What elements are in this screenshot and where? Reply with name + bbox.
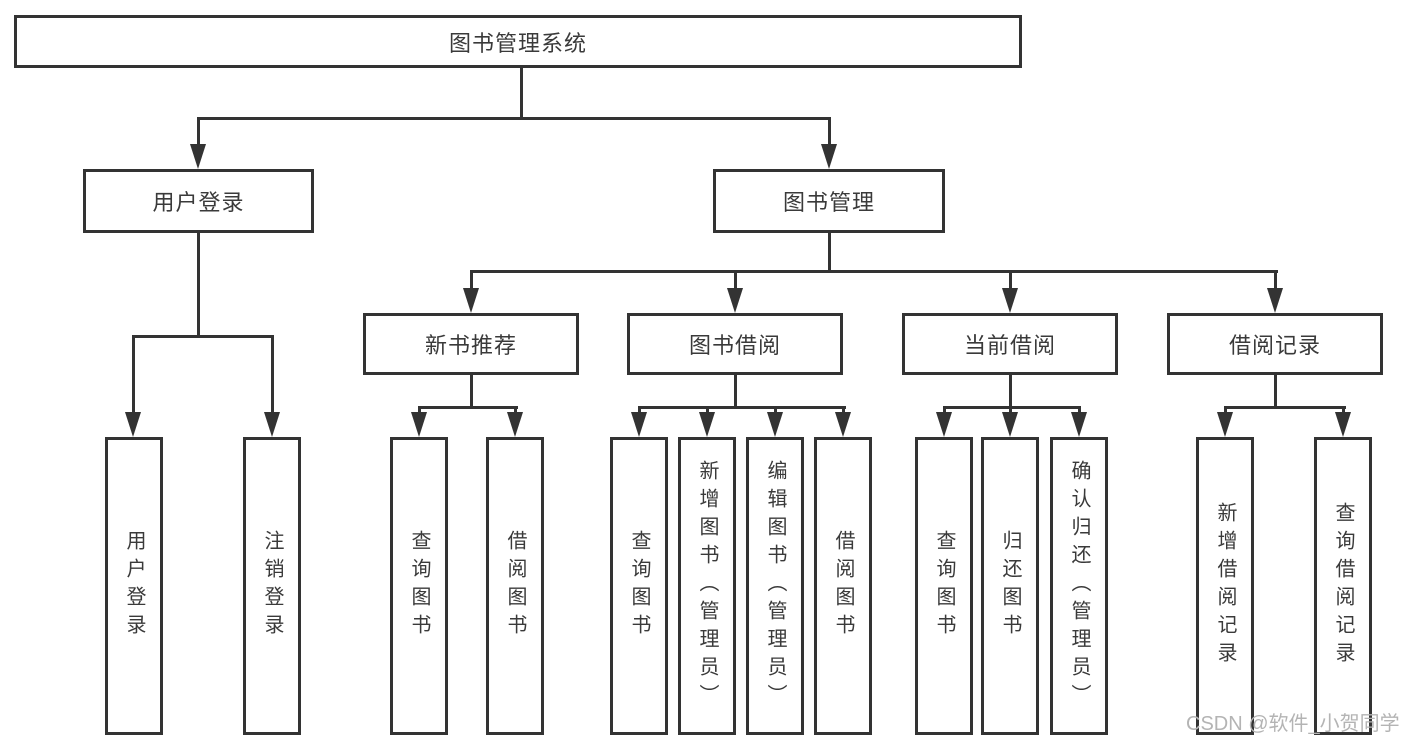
node-leaf-add-books-admin: 新增图书（管理员）	[678, 437, 736, 735]
arrow-down-icon	[411, 412, 427, 437]
connector-line	[1009, 406, 1012, 416]
node-leaf-borrow-books: 借阅图书	[814, 437, 872, 735]
node-leaf-return-books: 归还图书	[981, 437, 1039, 735]
node-leaf-query-borrow-record: 查询借阅记录	[1314, 437, 1372, 735]
connector-line	[734, 270, 737, 290]
node-leaf-borrow-books: 借阅图书	[486, 437, 544, 735]
leaf-label: 用户登录	[123, 530, 145, 642]
csdn-watermark: CSDN @软件_小贺同学	[1186, 713, 1400, 735]
arrow-down-icon	[190, 144, 206, 169]
arrow-down-icon	[727, 288, 743, 313]
arrow-down-icon	[125, 412, 141, 437]
node-user-login: 用户登录	[83, 169, 314, 233]
connector-line	[470, 270, 473, 290]
leaf-label: 查询借阅记录	[1332, 502, 1354, 670]
node-book-borrowing: 图书借阅	[627, 313, 843, 375]
leaf-label: 查询图书	[628, 530, 650, 642]
node-leaf-query-books: 查询图书	[915, 437, 973, 735]
connector-line	[1009, 375, 1012, 408]
leaf-label: 借阅图书	[504, 530, 526, 642]
connector-line	[734, 375, 737, 408]
connector-line	[197, 117, 200, 147]
connector-line	[1224, 406, 1227, 416]
connector-line	[638, 406, 641, 416]
leaf-label: 注销登录	[261, 530, 283, 642]
connector-line	[943, 406, 1081, 409]
connector-line	[1274, 270, 1277, 290]
node-current-borrowing: 当前借阅	[902, 313, 1118, 375]
connector-line	[197, 117, 830, 120]
arrow-down-icon	[936, 412, 952, 437]
connector-line	[706, 406, 709, 416]
arrow-down-icon	[463, 288, 479, 313]
node-leaf-edit-books-admin: 编辑图书（管理员）	[746, 437, 804, 735]
arrow-down-icon	[1217, 412, 1233, 437]
arrow-down-icon	[507, 412, 523, 437]
arrow-down-icon	[1071, 412, 1087, 437]
arrow-down-icon	[767, 412, 783, 437]
connector-line	[418, 406, 518, 409]
arrow-down-icon	[835, 412, 851, 437]
arrow-down-icon	[264, 412, 280, 437]
node-leaf-logout: 注销登录	[243, 437, 301, 735]
arrow-down-icon	[699, 412, 715, 437]
arrow-down-icon	[1002, 412, 1018, 437]
connector-line	[514, 406, 517, 416]
arrow-down-icon	[1267, 288, 1283, 313]
connector-line	[828, 117, 831, 147]
node-new-book-recommendation: 新书推荐	[363, 313, 579, 375]
leaf-label: 借阅图书	[832, 530, 854, 642]
connector-line	[271, 335, 274, 414]
leaf-label: 查询图书	[408, 530, 430, 642]
connector-line	[132, 335, 274, 338]
arrow-down-icon	[821, 144, 837, 169]
node-leaf-user-login: 用户登录	[105, 437, 163, 735]
connector-line	[1342, 406, 1345, 416]
leaf-label: 查询图书	[933, 530, 955, 642]
connector-line	[1274, 375, 1277, 408]
arrow-down-icon	[1002, 288, 1018, 313]
connector-line	[418, 406, 421, 416]
node-leaf-query-books: 查询图书	[390, 437, 448, 735]
connector-line	[470, 270, 1278, 273]
connector-line	[1078, 406, 1081, 416]
leaf-label: 新增图书（管理员）	[696, 460, 718, 712]
node-book-management: 图书管理	[713, 169, 945, 233]
connector-line	[638, 406, 846, 409]
connector-line	[470, 375, 473, 408]
connector-line	[774, 406, 777, 416]
node-borrowing-records: 借阅记录	[1167, 313, 1383, 375]
arrow-down-icon	[631, 412, 647, 437]
leaf-label: 新增借阅记录	[1214, 502, 1236, 670]
arrow-down-icon	[1335, 412, 1351, 437]
connector-line	[132, 335, 135, 414]
node-leaf-confirm-return-admin: 确认归还（管理员）	[1050, 437, 1108, 735]
leaf-label: 编辑图书（管理员）	[764, 460, 786, 712]
leaf-label: 确认归还（管理员）	[1068, 460, 1090, 712]
node-leaf-add-borrow-record: 新增借阅记录	[1196, 437, 1254, 735]
connector-line	[828, 233, 831, 272]
connector-line	[943, 406, 946, 416]
node-library-management-system: 图书管理系统	[14, 15, 1022, 68]
connector-line	[1009, 270, 1012, 290]
connector-line	[520, 68, 523, 118]
connector-line	[842, 406, 845, 416]
leaf-label: 归还图书	[999, 530, 1021, 642]
connector-line	[1224, 406, 1346, 409]
connector-line	[197, 233, 200, 337]
node-leaf-query-books: 查询图书	[610, 437, 668, 735]
